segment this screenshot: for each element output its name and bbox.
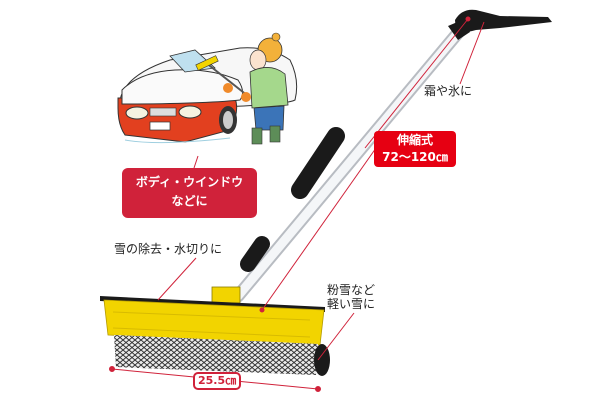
callout-telescopic-line1: 伸縮式	[396, 133, 433, 147]
person-illustration	[195, 32, 289, 145]
callout-body-window-line1: ボディ・ウインドウ	[135, 175, 244, 189]
callout-telescopic: 伸縮式 72〜120㎝	[374, 131, 456, 167]
callout-telescopic-line2: 72〜120㎝	[382, 150, 448, 164]
callout-powder-snow: 粉雪など 軽い雪に	[327, 283, 375, 311]
width-dimension-label: 25.5㎝	[193, 372, 242, 390]
callout-powder-snow-line2: 軽い雪に	[327, 297, 376, 311]
squeegee-head	[100, 286, 330, 376]
callout-snow-water: 雪の除去・水切りに	[114, 242, 223, 256]
callout-body-window-line2: などに	[171, 194, 208, 208]
callout-body-window: ボディ・ウインドウ などに	[122, 168, 257, 218]
callout-powder-snow-line1: 粉雪など	[327, 283, 376, 297]
callout-frost-ice: 霜や氷に	[424, 84, 473, 98]
callout-lines	[109, 16, 485, 392]
